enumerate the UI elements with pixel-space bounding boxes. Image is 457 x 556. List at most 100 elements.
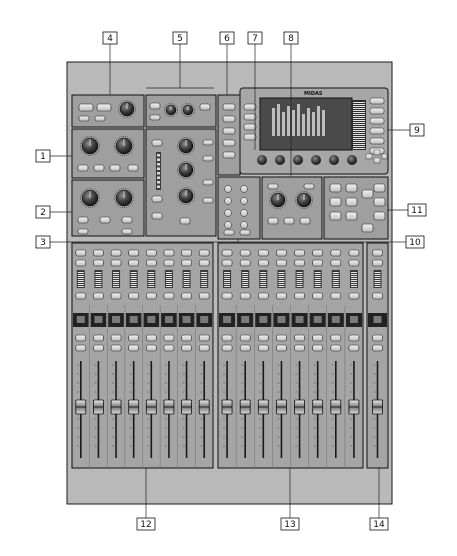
screen-rotary-knob[interactable]	[329, 155, 339, 165]
push-button[interactable]	[372, 334, 383, 342]
push-button[interactable]	[146, 334, 157, 342]
push-button[interactable]	[110, 259, 122, 267]
push-button[interactable]	[146, 259, 157, 267]
assign-button[interactable]	[224, 221, 232, 229]
push-button[interactable]	[127, 164, 139, 172]
push-button[interactable]	[181, 334, 192, 342]
push-button[interactable]	[373, 197, 386, 207]
push-button[interactable]	[93, 292, 104, 300]
push-button[interactable]	[163, 259, 175, 267]
push-button[interactable]	[276, 249, 287, 257]
push-button[interactable]	[312, 249, 323, 257]
push-button[interactable]	[146, 344, 157, 352]
push-button[interactable]	[239, 344, 251, 352]
push-button[interactable]	[121, 216, 133, 224]
push-button[interactable]	[361, 189, 374, 199]
push-button[interactable]	[283, 217, 295, 225]
push-button[interactable]	[93, 334, 104, 342]
push-button[interactable]	[202, 139, 214, 146]
push-button[interactable]	[222, 139, 236, 147]
push-button[interactable]	[330, 334, 342, 342]
nav-right-button[interactable]	[381, 153, 388, 160]
view-button[interactable]	[369, 117, 385, 125]
push-button[interactable]	[202, 155, 214, 162]
push-button[interactable]	[198, 334, 210, 342]
push-button[interactable]	[373, 183, 386, 193]
assign-button[interactable]	[224, 185, 232, 193]
push-button[interactable]	[75, 292, 87, 300]
push-button[interactable]	[345, 211, 358, 221]
screen-button[interactable]	[243, 103, 257, 111]
push-button[interactable]	[99, 216, 111, 224]
push-button[interactable]	[221, 334, 233, 342]
push-button[interactable]	[294, 344, 305, 352]
push-button[interactable]	[372, 259, 383, 267]
push-button[interactable]	[93, 344, 104, 352]
push-button[interactable]	[372, 344, 383, 352]
push-button[interactable]	[222, 115, 236, 123]
push-button[interactable]	[128, 292, 139, 300]
push-button[interactable]	[239, 334, 251, 342]
push-button[interactable]	[239, 292, 251, 300]
push-button[interactable]	[163, 249, 175, 257]
push-button[interactable]	[77, 216, 89, 224]
push-button[interactable]	[198, 249, 210, 257]
push-button[interactable]	[128, 249, 139, 257]
push-button[interactable]	[329, 211, 342, 221]
screen-button[interactable]	[243, 133, 257, 141]
push-button[interactable]	[258, 344, 269, 352]
push-button[interactable]	[128, 344, 139, 352]
push-button[interactable]	[303, 183, 315, 190]
push-button[interactable]	[128, 334, 139, 342]
screen-rotary-knob[interactable]	[293, 155, 303, 165]
screen-button[interactable]	[243, 113, 257, 121]
push-button[interactable]	[222, 151, 236, 159]
push-button[interactable]	[78, 115, 90, 122]
push-button[interactable]	[294, 334, 305, 342]
nav-up-button[interactable]	[373, 149, 381, 156]
push-button[interactable]	[330, 344, 342, 352]
push-button[interactable]	[121, 228, 133, 235]
assign-button[interactable]	[224, 209, 232, 217]
push-button[interactable]	[299, 217, 311, 225]
push-button[interactable]	[181, 249, 192, 257]
push-button[interactable]	[163, 292, 175, 300]
push-button[interactable]	[221, 292, 233, 300]
push-button[interactable]	[151, 139, 163, 147]
push-button[interactable]	[75, 259, 87, 267]
push-button[interactable]	[179, 217, 191, 225]
push-button[interactable]	[151, 195, 163, 203]
nav-left-button[interactable]	[365, 153, 373, 160]
push-button[interactable]	[361, 223, 374, 233]
push-button[interactable]	[373, 211, 386, 221]
push-button[interactable]	[222, 127, 236, 135]
assign-button[interactable]	[240, 221, 248, 229]
push-button[interactable]	[312, 259, 323, 267]
push-button[interactable]	[345, 183, 358, 193]
push-button[interactable]	[77, 164, 89, 172]
push-button[interactable]	[276, 334, 287, 342]
view-button[interactable]	[369, 97, 385, 105]
push-button[interactable]	[294, 249, 305, 257]
push-button[interactable]	[223, 229, 235, 236]
push-button[interactable]	[276, 344, 287, 352]
push-button[interactable]	[198, 292, 210, 300]
push-button[interactable]	[312, 292, 323, 300]
push-button[interactable]	[93, 249, 104, 257]
push-button[interactable]	[276, 292, 287, 300]
push-button[interactable]	[202, 179, 214, 186]
push-button[interactable]	[267, 217, 279, 225]
push-button[interactable]	[181, 344, 192, 352]
push-button[interactable]	[202, 197, 214, 204]
push-button[interactable]	[258, 259, 269, 267]
push-button[interactable]	[372, 249, 383, 257]
push-button[interactable]	[110, 292, 122, 300]
push-button[interactable]	[258, 292, 269, 300]
push-button[interactable]	[163, 344, 175, 352]
push-button[interactable]	[146, 292, 157, 300]
push-button[interactable]	[348, 259, 360, 267]
push-button[interactable]	[276, 259, 287, 267]
assign-button[interactable]	[224, 197, 232, 205]
push-button[interactable]	[348, 344, 360, 352]
push-button[interactable]	[345, 197, 358, 207]
